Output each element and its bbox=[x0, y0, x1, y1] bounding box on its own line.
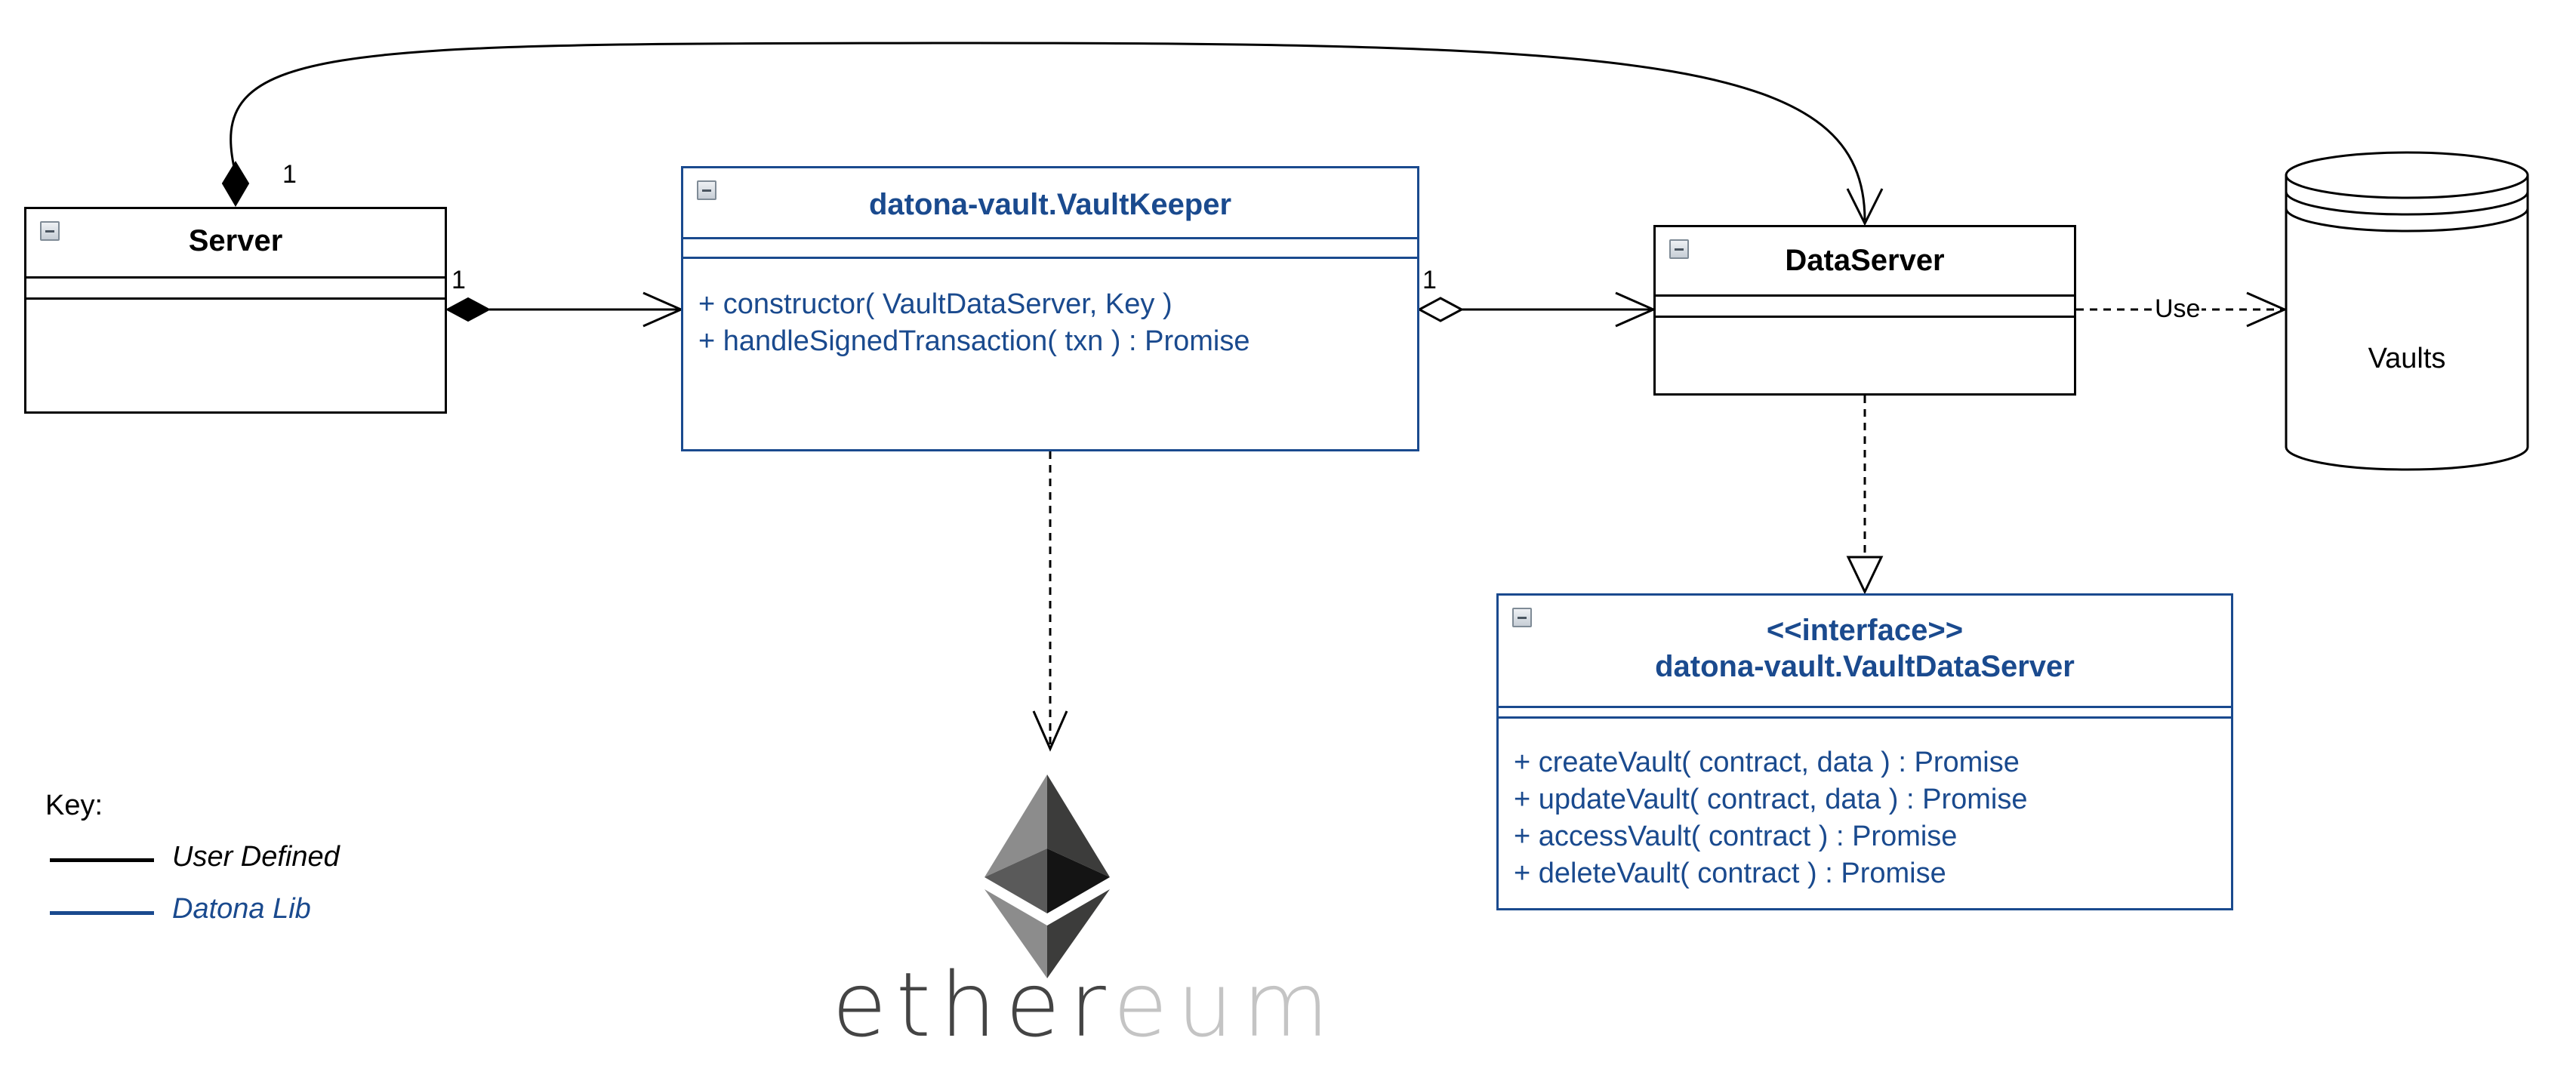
legend-line-user-defined bbox=[50, 858, 154, 862]
method-delete-vault: + deleteVault( contract ) : Promise bbox=[1514, 858, 1946, 889]
class-title: Server bbox=[188, 224, 283, 257]
legend-label-datona-lib: Datona Lib bbox=[172, 893, 311, 925]
attributes-separator bbox=[1656, 294, 2074, 297]
class-title: datona-vault.VaultKeeper bbox=[868, 188, 1232, 221]
method-update-vault: + updateVault( contract, data ) : Promis… bbox=[1514, 784, 2028, 815]
collapse-icon[interactable] bbox=[1512, 608, 1532, 627]
open-arrowhead-ethereum bbox=[1032, 710, 1068, 752]
method-create-vault: + createVault( contract, data ) : Promis… bbox=[1514, 747, 2020, 778]
methods-separator bbox=[26, 297, 445, 300]
multiplicity-server-top: 1 bbox=[282, 160, 297, 189]
open-arrowhead-vaults bbox=[2246, 291, 2288, 328]
legend-label-user-defined: User Defined bbox=[172, 841, 340, 873]
realization-triangle bbox=[1846, 556, 1884, 595]
ethereum-logo-icon bbox=[984, 775, 1110, 978]
aggregation-diamond-vaultkeeper bbox=[1416, 297, 1465, 322]
attributes-separator bbox=[26, 276, 445, 279]
legend-line-datona-lib bbox=[50, 911, 154, 915]
legend-title: Key: bbox=[45, 790, 103, 821]
interface-title: datona-vault.VaultDataServer bbox=[1655, 650, 2075, 683]
method-handle-signed-transaction: + handleSignedTransaction( txn ) : Promi… bbox=[698, 325, 1250, 357]
attributes-separator bbox=[1499, 706, 2231, 708]
data-server-class[interactable]: DataServer bbox=[1653, 225, 2076, 396]
collapse-icon[interactable] bbox=[1669, 239, 1689, 259]
ethereum-wordmark-light: eum bbox=[1113, 953, 1339, 1057]
vault-data-server-interface[interactable]: <<interface>> datona-vault.VaultDataServ… bbox=[1496, 593, 2233, 910]
use-label: Use bbox=[2153, 294, 2202, 324]
class-title: DataServer bbox=[1785, 244, 1945, 277]
server-dataserver-arc bbox=[230, 42, 1866, 221]
ethereum-wordmark-dark: ether bbox=[832, 953, 1114, 1057]
multiplicity-server-right: 1 bbox=[451, 266, 466, 294]
attributes-separator bbox=[683, 237, 1417, 239]
vaults-label: Vaults bbox=[2368, 343, 2446, 374]
collapse-icon[interactable] bbox=[697, 180, 716, 200]
vaults-database-icon bbox=[2285, 151, 2529, 471]
composition-diamond-server-top bbox=[221, 161, 250, 207]
ethereum-wordmark: ethereum bbox=[832, 953, 1339, 1057]
multiplicity-vaultkeeper-right: 1 bbox=[1422, 266, 1437, 294]
methods-separator bbox=[683, 257, 1417, 259]
methods-separator bbox=[1499, 716, 2231, 719]
composition-diamond-server-right bbox=[445, 297, 491, 322]
method-access-vault: + accessVault( contract ) : Promise bbox=[1514, 821, 1958, 852]
method-constructor: + constructor( VaultDataServer, Key ) bbox=[698, 288, 1172, 320]
server-class[interactable]: Server bbox=[24, 207, 447, 414]
interface-stereotype: <<interface>> bbox=[1766, 614, 1964, 647]
vault-keeper-class[interactable]: datona-vault.VaultKeeper + constructor( … bbox=[681, 166, 1419, 451]
collapse-icon[interactable] bbox=[40, 221, 60, 241]
open-arrowhead-dataserver-top bbox=[1846, 188, 1884, 226]
methods-separator bbox=[1656, 316, 2074, 318]
